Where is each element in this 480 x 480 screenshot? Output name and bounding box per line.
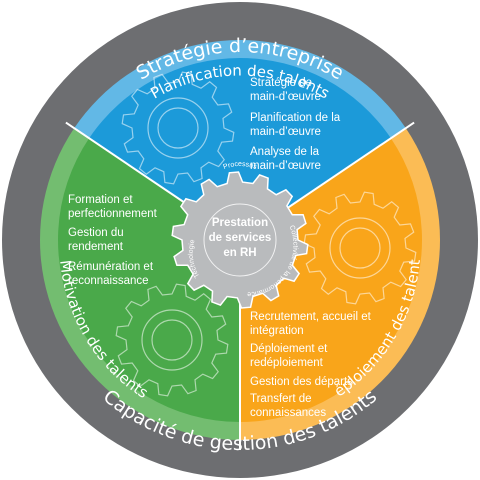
motivation-item-3-line-2: reconnaissance [68,275,149,287]
planning-item-3-line-2: main-d’œuvre [250,160,321,172]
motivation-item-1-line-2: perfectionnement [68,208,158,220]
deployment-item-4-line-1: Transfert de [250,393,312,405]
motivation-gear-hub-2 [151,319,193,361]
planning-item-1-line-2: main-d’œuvre [250,91,321,103]
motivation-gear-hub-1 [141,309,203,371]
deployment-segment [240,138,422,422]
deployment-items: Recrutement, accueil et intégration Dépl… [250,311,372,419]
motivation-gear-icon [115,283,229,397]
deployment-item-4-line-2: connaissances [250,407,326,419]
center-label-line-2: de services [209,232,272,244]
planning-item-3-line-1: Analyse de la [250,146,320,158]
planning-item-2-line-1: Planification de la [250,112,341,124]
deployment-gear-icon [303,191,417,305]
deployment-item-1-line-2: intégration [250,325,304,337]
planning-item-2-line-2: main-d’œuvre [250,126,321,138]
motivation-item-2-line-2: rendement [68,241,124,253]
deployment-item-2-line-2: redéploiement [250,357,324,369]
planning-gear-hub-1 [147,97,209,159]
motivation-items: Formation et perfectionnement Gestion du… [68,194,158,287]
deployment-gear-hub-2 [339,227,381,269]
motivation-segment [57,138,241,422]
planning-segment [89,58,391,241]
gear-label-top: Processus [222,161,258,171]
planning-gear-hub-2 [157,107,199,149]
planning-items: Stratégie de main-d’œuvre Planification … [250,77,341,172]
gear-label-top-text: Processus [222,161,258,171]
center-gear-hub [203,203,277,277]
deployment-item-1-line-1: Recrutement, accueil et [250,311,372,323]
motivation-item-3-line-1: Rémunération et [68,261,154,273]
deployment-item-3-line-1: Gestion des départs [250,376,353,388]
center-label-line-1: Prestation [212,217,268,229]
center-gear [171,171,309,309]
deployment-item-2-line-1: Déploiement et [250,343,328,355]
motivation-item-1-line-1: Formation et [68,194,133,206]
motivation-item-2-line-1: Gestion du [68,227,124,239]
planning-item-1-line-1: Stratégie de [250,77,312,89]
center-label-line-3: en RH [223,247,256,259]
deployment-gear-hub-1 [329,217,391,279]
planning-gear-icon [121,71,235,185]
